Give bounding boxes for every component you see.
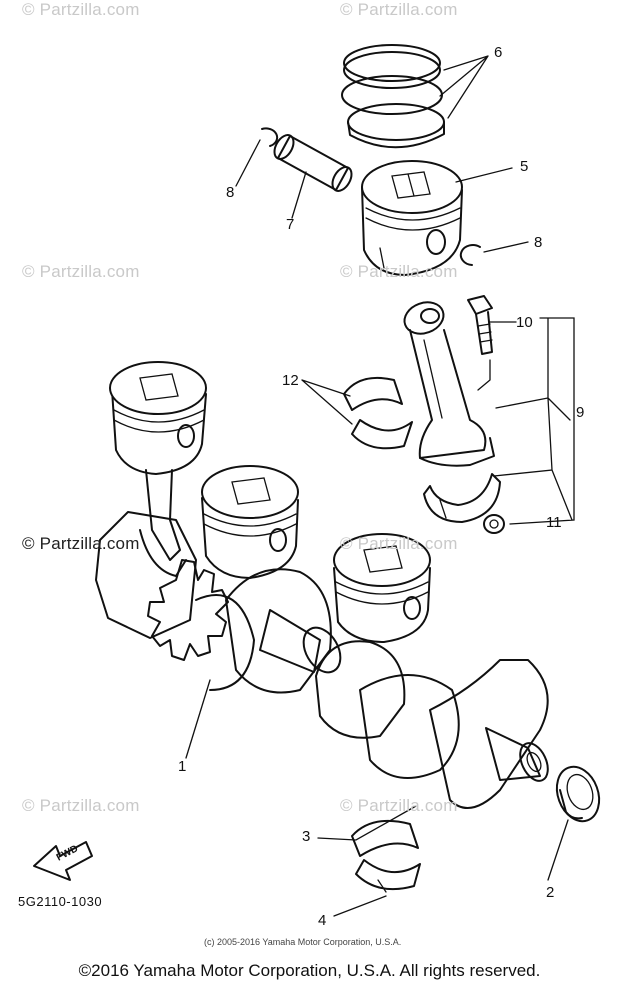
crankshaft-assembly	[95, 361, 549, 809]
circlip-upper	[261, 127, 279, 147]
oil-seal	[555, 765, 601, 823]
callout-10: 10	[516, 314, 533, 331]
watermark-mid-right: © Partzilla.com	[340, 262, 458, 281]
connecting-rod-bolt	[467, 295, 493, 355]
main-bearing-upper	[351, 819, 419, 857]
piston-rings	[341, 44, 445, 149]
rod-bearing-lower	[351, 419, 413, 450]
watermark-mid-left: © Partzilla.com	[22, 262, 140, 281]
callout-8-lower: 8	[534, 234, 543, 251]
diagram-code: 5G2110-1030	[18, 894, 103, 909]
callout-3: 3	[302, 828, 311, 845]
callout-4: 4	[318, 912, 327, 929]
watermark-top-left: © Partzilla.com	[22, 0, 140, 19]
forward-arrow-icon	[33, 841, 93, 881]
leader-lines	[185, 55, 575, 917]
rod-bearing-upper	[343, 376, 403, 411]
callout-5: 5	[520, 158, 529, 175]
watermark-top-right: © Partzilla.com	[340, 0, 458, 19]
piston	[361, 160, 463, 276]
callout-7: 7	[286, 216, 295, 233]
watermark-low-right: © Partzilla.com	[340, 796, 458, 815]
callout-2: 2	[546, 884, 555, 901]
connecting-rod-nut	[483, 514, 505, 534]
callout-9: 9	[576, 404, 585, 421]
callout-12: 12	[282, 372, 299, 389]
callout-8-upper: 8	[226, 184, 235, 201]
callout-11: 11	[546, 514, 562, 531]
connecting-rod	[403, 301, 495, 467]
watermark-low-left: © Partzilla.com	[22, 796, 140, 815]
callout-1: 1	[178, 758, 187, 775]
circlip-lower	[459, 244, 481, 266]
watermark-center-left: © Partzilla.com	[22, 534, 140, 553]
piston-pin	[273, 134, 353, 192]
small-copyright: (c) 2005-2016 Yamaha Motor Corporation, …	[204, 937, 402, 947]
connecting-rod-cap	[423, 473, 501, 523]
footer-copyright: ©2016 Yamaha Motor Corporation, U.S.A. A…	[78, 961, 541, 980]
watermark-center-right: © Partzilla.com	[340, 534, 458, 553]
main-bearing-lower	[355, 859, 421, 893]
callout-6: 6	[494, 44, 503, 61]
